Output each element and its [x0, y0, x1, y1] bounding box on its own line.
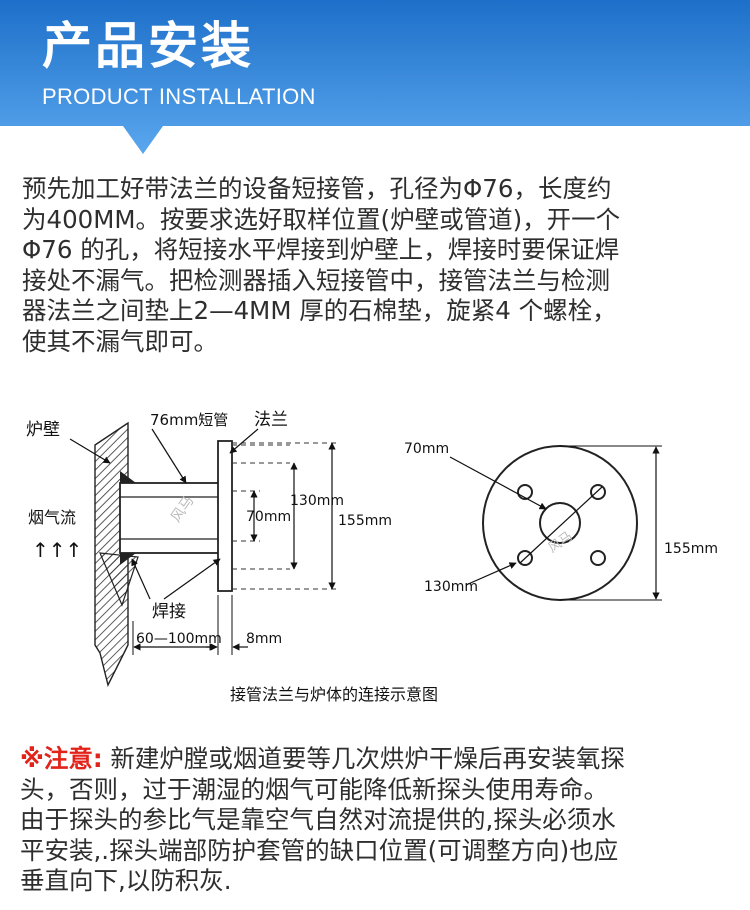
page-title: 产品安装 [42, 17, 254, 75]
intro-line: 为400MM。按要求选好取样位置(炉壁或管道)，开一个 [22, 204, 621, 234]
header-background [0, 0, 750, 154]
intro-line: Φ76 的孔，将短接水平焊接到炉壁上，焊接时要保证焊 [22, 235, 620, 264]
label-short-pipe: 76mm短管 [150, 411, 228, 429]
label-weld: 焊接 [152, 602, 186, 622]
page-subtitle: PRODUCT INSTALLATION [42, 84, 316, 109]
diagram-svg: 炉壁 76mm短管 法兰 烟气流 ↑↑↑ 焊接 130mm 155mm 70mm… [26, 410, 718, 704]
installation-diagram: 炉壁 76mm短管 法兰 烟气流 ↑↑↑ 焊接 130mm 155mm 70mm… [0, 395, 750, 725]
side-view: 炉壁 76mm短管 法兰 烟气流 ↑↑↑ 焊接 130mm 155mm 70mm… [26, 410, 392, 688]
center-hole [539, 502, 581, 544]
label-furnace-wall: 炉壁 [26, 420, 60, 440]
header-banner: 产品安装 PRODUCT INSTALLATION [0, 0, 750, 158]
dim-8: 8mm [246, 631, 282, 647]
label-flue-flow: 烟气流 [28, 508, 76, 527]
dim-60-100: 60—100mm [136, 631, 222, 647]
intro-line: 使其不漏气即可。 [22, 326, 218, 356]
bolt-hole [590, 550, 606, 566]
note-line: 平安装,.探头端部防护套管的缺口位置(可调整方向)也应 [20, 835, 619, 865]
intro-line: 预先加工好带法兰的设备短接管，孔径为Φ76，长度约 [22, 174, 612, 203]
intro-line: 器法兰之间垫上2—4MM 厚的石棉垫，旋紧4 个螺栓， [22, 296, 617, 325]
bolt-hole [517, 484, 533, 500]
diagram-caption: 接管法兰与炉体的连接示意图 [230, 685, 438, 704]
note-line: 垂直向下,以防积灰. [20, 866, 232, 895]
note-line: 头，否则，过于潮湿的烟气可能降低新探头使用寿命。 [20, 774, 608, 804]
note-line: 由于探头的参比气是靠空气自然对流提供的,探头必须水 [20, 805, 616, 834]
note-text: 新建炉膛或烟道要等几次烘炉干燥后再安装氧探 [102, 744, 625, 773]
dim-155-side: 155mm [338, 513, 392, 529]
front-70: 70mm [404, 441, 449, 457]
dim-70-side: 70mm [246, 509, 291, 525]
front-155: 155mm [664, 541, 718, 557]
bolt-hole [590, 484, 606, 500]
front-view: 70mm 130mm 155mm 风马 [404, 441, 718, 601]
note-label: ※注意: [20, 744, 103, 773]
label-flange: 法兰 [254, 410, 288, 430]
note-line: ※注意: 新建炉膛或烟道要等几次烘炉干燥后再安装氧探 [20, 744, 732, 775]
flange-plate [217, 440, 233, 592]
short-pipe [119, 482, 227, 554]
intro-paragraph: 预先加工好带法兰的设备短接管，孔径为Φ76，长度约 为400MM。按要求选好取样… [22, 174, 734, 357]
dim-130-side: 130mm [290, 493, 344, 509]
flow-arrows: ↑↑↑ [32, 538, 82, 562]
intro-line: 接处不漏气。把检测器插入短接管中，接管法兰与检测 [22, 265, 610, 295]
front-130: 130mm [424, 579, 478, 595]
note-paragraph: ※注意: 新建炉膛或烟道要等几次烘炉干燥后再安装氧探 头，否则，过于潮湿的烟气可… [20, 744, 732, 897]
